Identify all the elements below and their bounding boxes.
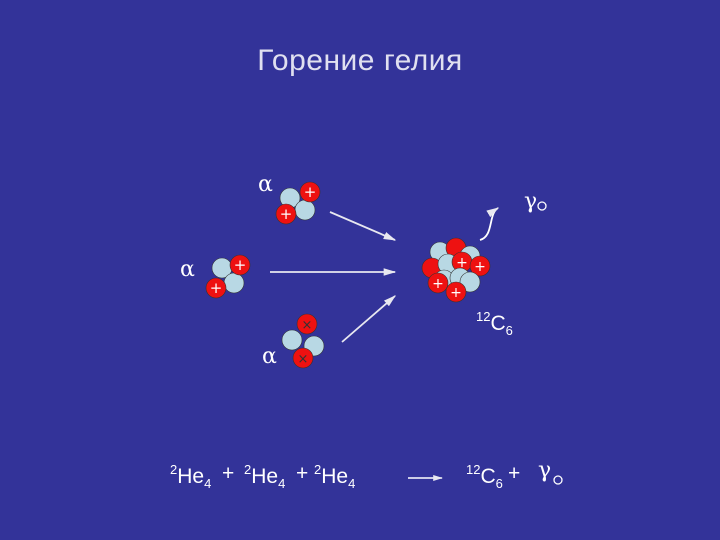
svg-text:+: +: [280, 205, 293, 223]
equation-he-1: 2He4: [170, 462, 212, 491]
svg-text:×: ×: [298, 352, 309, 367]
equation-plus-3: +: [508, 462, 521, 485]
equation-he-3: 2He4: [314, 462, 356, 491]
alpha-label-left: α: [180, 257, 195, 282]
arrow-bottom: [341, 295, 396, 343]
slide-title: Горение гелия: [257, 44, 463, 77]
alpha-label-bottom: α: [262, 344, 277, 369]
equation-gamma-circle: [553, 475, 563, 485]
equation-carbon: 12C6: [466, 462, 503, 491]
svg-text:+: +: [432, 276, 444, 292]
svg-text:+: +: [450, 285, 462, 301]
svg-text:+: +: [210, 279, 223, 297]
alpha-particle-bottom: × ×: [281, 313, 325, 369]
arrow-top: [329, 211, 397, 241]
alpha-particle-left: + +: [205, 254, 251, 299]
gamma-symbol-circle: [537, 201, 547, 211]
carbon-nucleus: + + + +: [421, 237, 491, 303]
alpha-label-top: α: [258, 172, 273, 197]
equation-gamma: γ: [538, 458, 552, 483]
svg-text:+: +: [474, 259, 486, 275]
gamma-emission-arrow: [479, 207, 500, 241]
alpha-particle-top: + +: [275, 181, 321, 225]
gamma-label: γ: [524, 189, 537, 214]
carbon-12-label: 12C6: [476, 309, 513, 338]
svg-text:+: +: [234, 256, 247, 274]
svg-text:+: +: [304, 183, 317, 201]
equation-he-2: 2He4: [244, 462, 286, 491]
svg-text:+: +: [456, 255, 468, 271]
equation-plus-2: +: [296, 462, 309, 485]
svg-text:×: ×: [302, 318, 313, 333]
equation-plus-1: +: [222, 462, 235, 485]
